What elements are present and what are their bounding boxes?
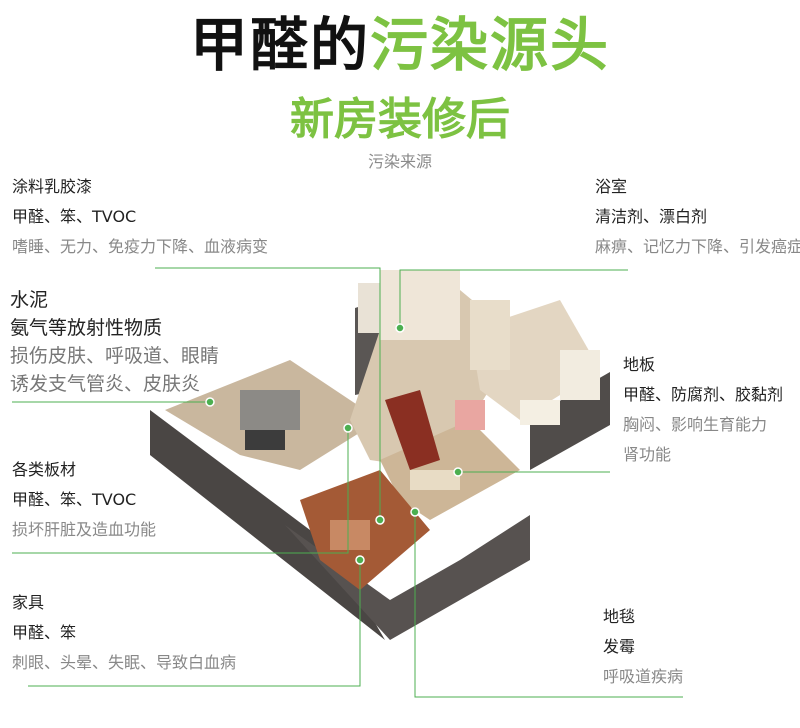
source-furniture: 家具 甲醛、笨 刺眼、头晕、失眠、导致白血病 [12, 588, 236, 678]
boards-effects: 损坏肝脏及造血功能 [12, 520, 157, 539]
bathroom-name: 浴室 [595, 177, 628, 196]
carpet-pollutants: 发霉 [603, 637, 636, 656]
staircase [385, 390, 440, 470]
bed [520, 400, 560, 425]
paint-pollutants: 甲醛、笨、TVOC [12, 207, 137, 226]
inner-wall-4 [240, 390, 300, 430]
carpet-effects: 呼吸道疾病 [603, 667, 684, 686]
floor-pollutants: 甲醛、防腐剂、胶黏剂 [623, 385, 784, 404]
bathroom-pollutants: 清洁剂、漂白剂 [595, 207, 708, 226]
furniture-name: 家具 [12, 593, 45, 612]
source-boards: 各类板材 甲醛、笨、TVOC 损坏肝脏及造血功能 [12, 455, 156, 545]
line-floor-dot [453, 467, 463, 477]
line-boards [12, 428, 349, 554]
line-furniture [28, 560, 361, 687]
floor-effects-1: 胸闷、影响生育能力 [623, 415, 768, 434]
main-title: 甲醛的污染源头 [0, 10, 800, 80]
line-carpet-dot [410, 507, 420, 517]
pink-partition [455, 400, 485, 430]
line-bathroom-dot [395, 323, 405, 333]
line-carpet [414, 512, 683, 698]
line-paint-dot [375, 515, 385, 525]
cement-effects-2: 诱发支气管炎、皮肤炎 [10, 373, 201, 395]
paint-effects: 嗜睡、无力、免疫力下降、血液病变 [12, 237, 269, 256]
subtitle: 新房装修后 [290, 94, 510, 145]
furniture-effects: 刺眼、头晕、失眠、导致白血病 [12, 653, 237, 672]
caption: 污染来源 [367, 152, 432, 171]
source-bathroom: 浴室 清洁剂、漂白剂 麻痹、记忆力下降、引发癌症 [595, 172, 800, 262]
line-boards-dot [343, 423, 353, 433]
furniture-pollutants: 甲醛、笨 [12, 623, 77, 642]
dark-room [245, 430, 285, 450]
cement-effects-1: 损伤皮肤、呼吸道、眼睛 [10, 345, 220, 367]
inner-wall-3 [470, 300, 510, 370]
source-floor: 地板 甲醛、防腐剂、胶黏剂 胸闷、影响生育能力 肾功能 [623, 350, 783, 470]
inner-wall-5 [560, 350, 600, 400]
table [330, 520, 370, 550]
house-wall-left [150, 410, 385, 640]
boards-pollutants: 甲醛、笨、TVOC [12, 490, 137, 509]
house-wall-front [285, 515, 530, 640]
title-part-1: 甲醛的 [189, 11, 370, 79]
cement-name: 水泥 [10, 289, 49, 311]
line-cement-dot [205, 397, 215, 407]
paint-name: 涂料乳胶漆 [12, 177, 93, 196]
sofa [410, 470, 460, 490]
boards-name: 各类板材 [12, 460, 77, 479]
line-furniture-dot [355, 555, 365, 565]
carpet-name: 地毯 [603, 607, 636, 626]
floor-effects-2: 肾功能 [623, 445, 672, 464]
source-paint: 涂料乳胶漆 甲醛、笨、TVOC 嗜睡、无力、免疫力下降、血液病变 [12, 172, 268, 262]
source-carpet: 地毯 发霉 呼吸道疾病 [603, 602, 683, 692]
cement-pollutants: 氨气等放射性物质 [10, 317, 163, 339]
source-cement: 水泥 氨气等放射性物质 损伤皮肤、呼吸道、眼睛 诱发支气管炎、皮肤炎 [10, 286, 219, 398]
floor-name: 地板 [623, 355, 656, 374]
inner-wall-2 [380, 270, 460, 340]
line-bathroom [399, 269, 628, 328]
title-part-2: 污染源头 [370, 11, 611, 79]
line-paint [155, 267, 381, 520]
bathroom-effects: 麻痹、记忆力下降、引发癌症 [595, 237, 800, 256]
